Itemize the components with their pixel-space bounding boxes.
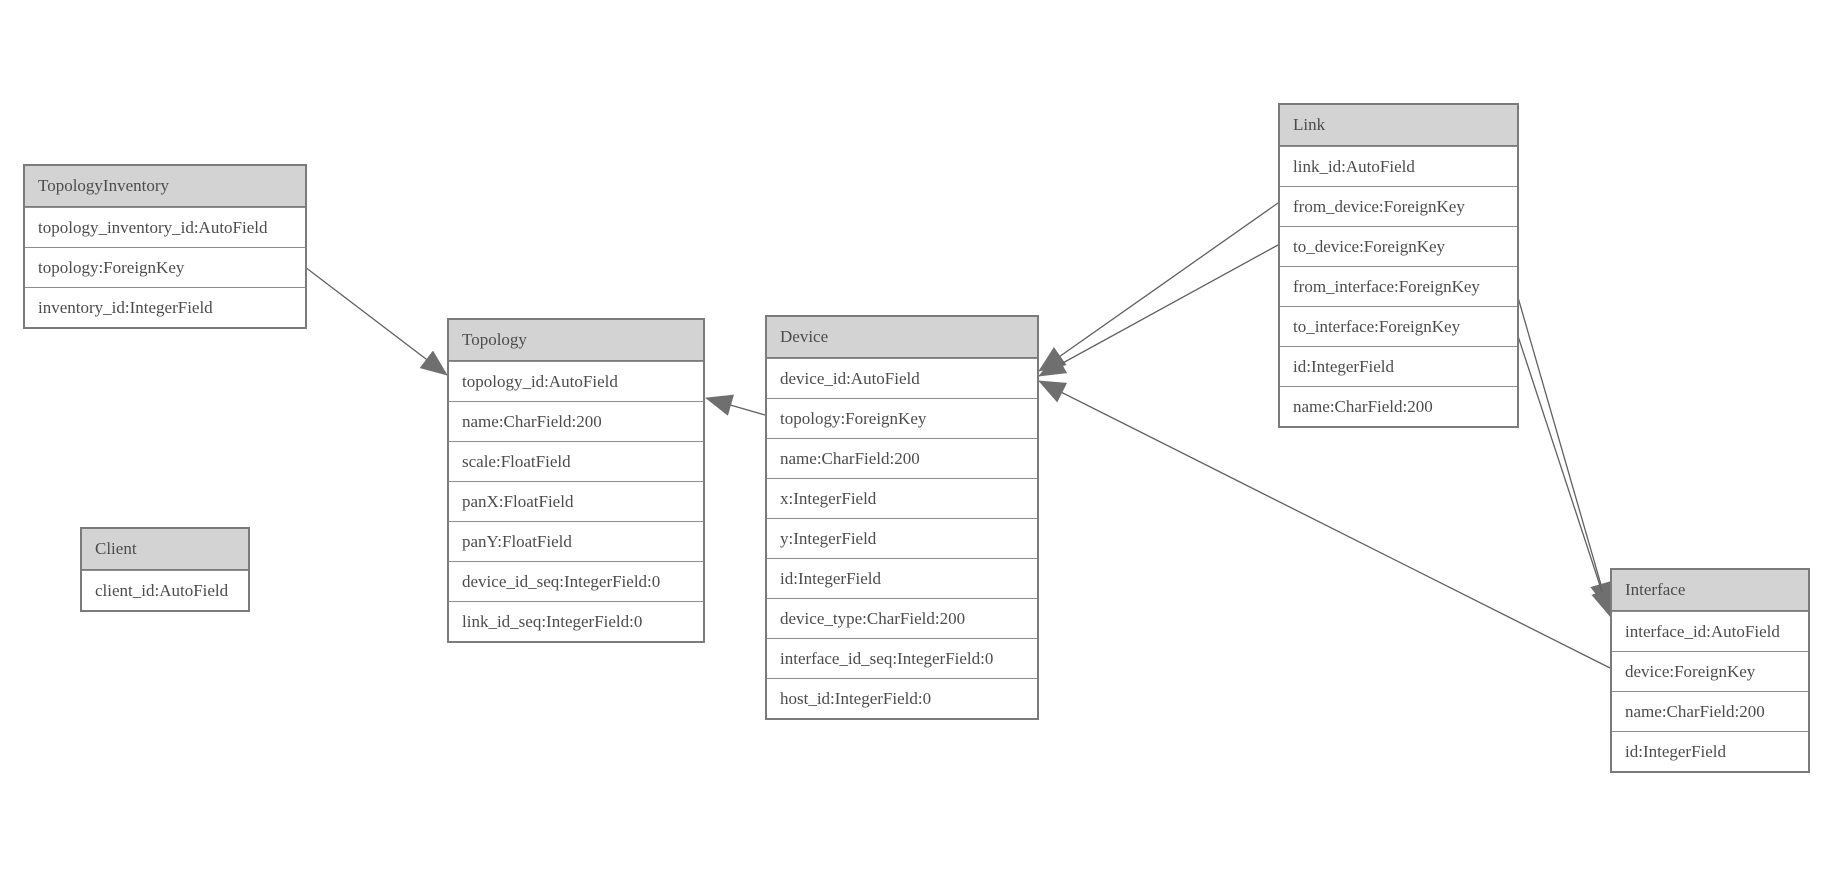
entity-field-row: name:CharField:200 (1612, 691, 1808, 731)
entity-field-row: y:IntegerField (767, 518, 1037, 558)
entity-field-row: device_id:AutoField (767, 358, 1037, 398)
entity-field-row: panX:FloatField (449, 481, 703, 521)
entity-field-row: to_interface:ForeignKey (1280, 306, 1517, 346)
entity-field-row: id:IntegerField (767, 558, 1037, 598)
relationship-topologyinventory-topology-to-topology (304, 266, 448, 376)
relationship-link-from_interface-to-interface (1514, 286, 1612, 610)
entity-field-row: link_id_seq:IntegerField:0 (449, 601, 703, 641)
relationship-link-from_device-to-device (1038, 202, 1279, 372)
entity-field-row: from_interface:ForeignKey (1280, 266, 1517, 306)
relationship-link-to_interface-to-interface (1514, 326, 1613, 617)
entity-title: Interface (1612, 570, 1808, 611)
entity-field-row: id:IntegerField (1280, 346, 1517, 386)
entity-field-row: panY:FloatField (449, 521, 703, 561)
relationship-device-topology-to-topology (705, 394, 766, 416)
entity-title: Device (767, 317, 1037, 358)
entity-field-row: inventory_id:IntegerField (25, 287, 305, 327)
entity-field-row: topology:ForeignKey (767, 398, 1037, 438)
entity-field-row: topology_id:AutoField (449, 361, 703, 401)
relationship-interface-device-to-device (1038, 380, 1611, 669)
entity-title: Link (1280, 105, 1517, 146)
entity-field-row: client_id:AutoField (82, 570, 248, 610)
entity-field-row: device:ForeignKey (1612, 651, 1808, 691)
entity-field-row: interface_id:AutoField (1612, 611, 1808, 651)
entity-title: Topology (449, 320, 703, 361)
entity-field-row: host_id:IntegerField:0 (767, 678, 1037, 718)
entity-field-row: device_type:CharField:200 (767, 598, 1037, 638)
entity-field-row: device_id_seq:IntegerField:0 (449, 561, 703, 601)
entity-field-row: x:IntegerField (767, 478, 1037, 518)
entity-field-row: from_device:ForeignKey (1280, 186, 1517, 226)
entity-field-row: name:CharField:200 (767, 438, 1037, 478)
entity-field-row: interface_id_seq:IntegerField:0 (767, 638, 1037, 678)
entity-field-row: topology_inventory_id:AutoField (25, 207, 305, 247)
entity-field-row: topology:ForeignKey (25, 247, 305, 287)
entity-field-row: name:CharField:200 (449, 401, 703, 441)
entity-field-row: link_id:AutoField (1280, 146, 1517, 186)
entity-field-row: id:IntegerField (1612, 731, 1808, 771)
entity-title: Client (82, 529, 248, 570)
entity-title: TopologyInventory (25, 166, 305, 207)
entity-field-row: name:CharField:200 (1280, 386, 1517, 426)
relationship-link-to_device-to-device (1038, 244, 1279, 377)
entity-field-row: scale:FloatField (449, 441, 703, 481)
entity-field-row: to_device:ForeignKey (1280, 226, 1517, 266)
